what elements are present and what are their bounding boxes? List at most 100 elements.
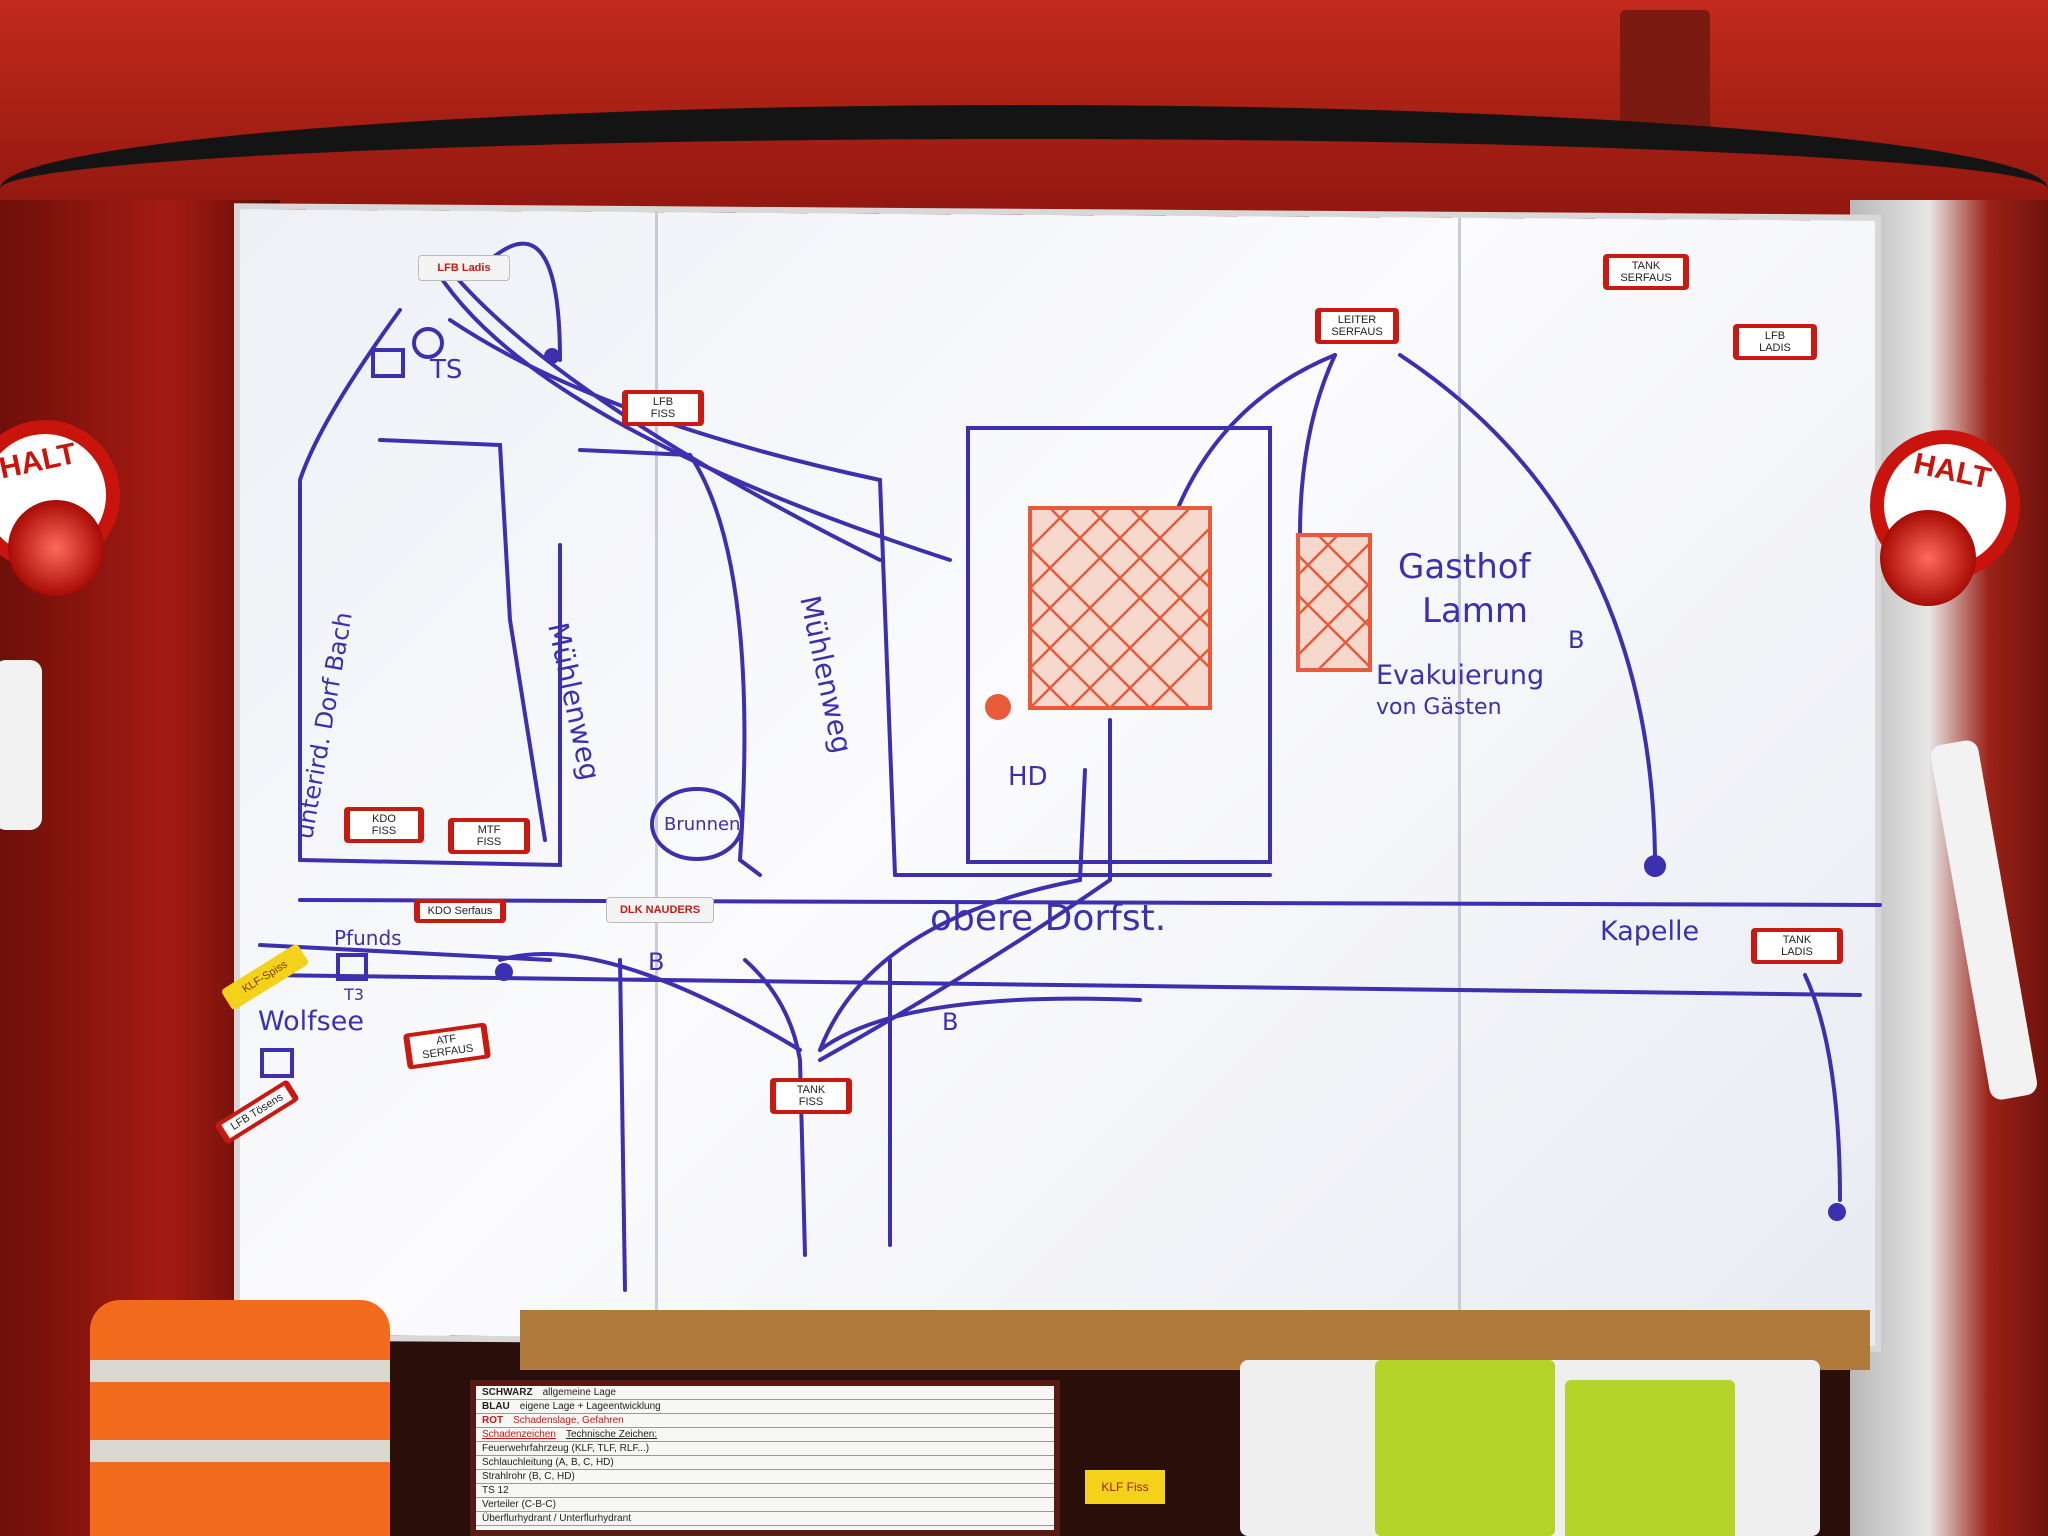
magnet-tank-ladis[interactable]: TANK LADIS [1751,928,1843,964]
label-hd: HD [1008,762,1048,792]
label-pfunds: Pfunds [334,926,402,950]
legend-color: SCHWARZ [482,1387,533,1398]
magnet-label: ATF SERFAUS [409,1027,485,1065]
magnet-label: DLK NAUDERS [619,904,701,916]
hose-line [818,996,1142,1052]
magnet-kdo-fiss[interactable]: KDO FISS [344,807,424,843]
magnet-label: MTF FISS [454,822,524,850]
magnet-label: KDO Serfaus [420,903,500,919]
reflective-stripe [90,1440,390,1462]
magnet-tank-serfaus[interactable]: TANK SERFAUS [1603,254,1689,290]
handwriting: TS unterird. Dorf Bach Mühlenweg Mühlenw… [258,355,1699,1037]
street-line [258,973,1862,997]
hydrant-icon [495,963,513,981]
legend-row: Schlauchleitung (A, B, C, HD) [476,1456,1054,1470]
marker-tray [1240,1360,1820,1536]
door-hinge [1620,10,1710,130]
signal-lamp-left [8,500,104,596]
halt-text: HALT [0,437,80,486]
label-ts: TS [429,355,462,385]
street-line [378,438,547,842]
magnet-label: TANK LADIS [1757,932,1837,960]
legend-row: Verteiler (C-B-C) [476,1498,1054,1512]
magnet-label: LFB FISS [628,394,698,422]
label-muehlenweg-left: Mühlenweg [541,620,607,784]
label-b-mark: B [942,1008,958,1036]
label-kapelle: Kapelle [1600,916,1699,947]
magnet-label: TANK FISS [776,1082,846,1110]
label-b-mark: B [648,948,664,976]
label-obere-dorfst: obere Dorfst. [930,898,1166,939]
symbol-desc: Verteiler (C-B-C) [482,1499,556,1510]
safety-vest [90,1300,390,1536]
label-lamm: Lamm [1422,591,1528,631]
label-evakuierung: Evakuierung [1376,660,1544,691]
magnet-dlk-nauders[interactable]: DLK NAUDERS [606,897,714,923]
pump-symbol [412,327,444,359]
green-basket [1375,1360,1555,1536]
magnet-tank-fiss[interactable]: TANK FISS [770,1078,852,1114]
ts-symbol [371,348,405,378]
street-line [618,958,627,1292]
hose-line [1298,353,1337,537]
magnet-mtf-fiss[interactable]: MTF FISS [448,818,530,854]
magnet-label: TANK SERFAUS [1609,258,1683,286]
street-line [298,898,1882,907]
signal-lamp-right [1880,510,1976,606]
legend-row: Überflurhydrant / Unterflurhydrant [476,1512,1054,1526]
hydrant-icon [1828,1203,1846,1221]
magnet-label: LEITER SERFAUS [1321,312,1393,340]
hose-line [428,258,952,562]
blue-lines [258,241,1882,1292]
legend-color: ROT [482,1415,504,1426]
label-t3: T3 [343,985,364,1004]
label-brunnen: Brunnen [664,814,740,835]
legend-color: BLAU [482,1401,510,1412]
street-line [578,448,762,877]
legend-row: Strahlrohr (B, C, HD) [476,1470,1054,1484]
magnet-leiter-serfaus[interactable]: LEITER SERFAUS [1315,308,1399,344]
signal-wand-left [0,660,42,830]
legend-clipboard[interactable]: SCHWARZ allgemeine Lage BLAU eigene Lage +… [470,1380,1060,1536]
legend-title: Schadenzeichen [482,1429,556,1440]
legend-meaning: allgemeine Lage [542,1387,616,1398]
hydrant-icon [1644,855,1666,877]
legend-header: Schadenzeichen Technische Zeichen: [476,1428,1054,1442]
halt-text: HALT [1910,447,1994,496]
building-outline [966,426,1272,864]
reflective-stripe [90,1360,390,1382]
label-gasthof: Gasthof [1398,547,1532,587]
brunnen-circle [650,787,744,861]
magnet-lfb-ladis[interactable]: LFB LADIS [1733,324,1817,360]
street-line [743,958,807,1257]
street-line [298,543,562,868]
magnet-lfb-fiss[interactable]: LFB FISS [622,390,704,426]
symbol-desc: Strahlrohr (B, C, HD) [482,1471,575,1482]
magnet-label: LFB LADIS [1739,328,1811,356]
legend-row: SCHWARZ allgemeine Lage [476,1386,1054,1400]
t3-symbol [336,953,368,981]
street-line [298,308,402,862]
magnet-lfb-ladis-top-left[interactable]: LFB Ladis [418,255,510,281]
hydrants [495,348,1846,1221]
magnet-kdo-serfaus[interactable]: KDO Serfaus [414,899,506,923]
yellow-magnet-note[interactable]: KLF Fiss [1085,1470,1165,1504]
hose-line [488,241,562,362]
hose-line [498,952,802,1052]
symbol-desc: Schlauchleitung (A, B, C, HD) [482,1457,614,1468]
hydrant-icon [544,348,560,364]
legend-row: BLAU eigene Lage + Lageentwicklung [476,1400,1054,1414]
legend-row: TS 12 [476,1484,1054,1498]
hose-line [818,718,1112,1062]
legend-meaning: eigene Lage + Lageentwicklung [519,1401,661,1412]
symbol-desc: TS 12 [482,1485,509,1496]
hose-line [1803,973,1842,1202]
legend-row: Feuerwehrfahrzeug (KLF, TLF, RLF...) [476,1442,1054,1456]
magnet-label: KDO FISS [350,811,418,839]
legend-meaning: Schadenslage, Gefahren [513,1415,624,1426]
legend-title: Technische Zeichen: [565,1429,658,1440]
hose-line [818,768,1087,1052]
magnet-label: LFB Ladis [437,262,491,274]
vehicle-right-wall [1850,200,2048,1536]
